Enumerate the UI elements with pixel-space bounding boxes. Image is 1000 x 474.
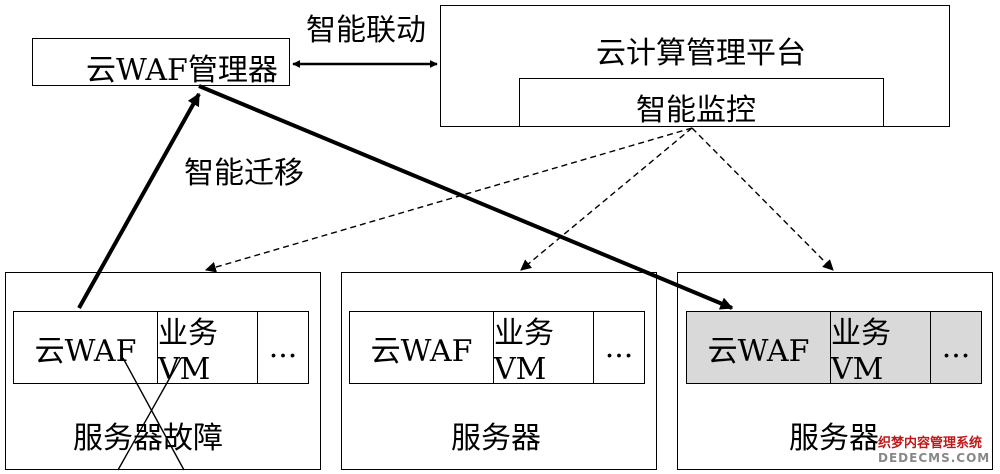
cloud-waf-cell: 云WAF xyxy=(687,312,831,383)
server-row-3: 云WAF 业务VM ... xyxy=(686,311,982,387)
monitor-box: 智能监控 xyxy=(519,78,884,128)
business-vm-cell: 业务VM xyxy=(158,312,258,387)
cloud-waf-cell: 云WAF xyxy=(14,312,158,383)
business-vm-cell: 业务VM xyxy=(831,312,931,387)
waf-manager-label: 云WAF管理器 xyxy=(86,53,278,88)
cloud-waf-cell: 云WAF xyxy=(350,312,494,383)
watermark-url: DEDECMS.COM xyxy=(878,451,991,465)
server-box-2: 云WAF 业务VM ... 服务器 xyxy=(341,272,657,470)
monitor-arrow-3 xyxy=(691,127,834,271)
cloud-platform-box: 云计算管理平台 智能监控 xyxy=(440,5,950,128)
server-row-1: 云WAF 业务VM ... xyxy=(13,311,309,387)
server-box-1: 云WAF 业务VM ... 服务器故障 xyxy=(5,272,321,470)
failure-cross xyxy=(117,357,185,471)
more-cell: ... xyxy=(268,330,298,365)
migration-arrow-down xyxy=(198,84,734,310)
server-label-1: 服务器故障 xyxy=(73,421,223,456)
server-label-2: 服务器 xyxy=(451,421,541,456)
monitor-arrow-1 xyxy=(204,127,693,273)
watermark-title: 织梦内容管理系统 xyxy=(878,436,983,451)
migration-arrow-up xyxy=(77,92,201,309)
waf-manager-box: 云WAF管理器 xyxy=(32,38,290,88)
more-cell: ... xyxy=(941,330,971,365)
monitor-arrow-2 xyxy=(520,127,693,271)
server-label-3: 服务器 xyxy=(789,421,879,456)
link-label: 智能联动 xyxy=(306,13,426,48)
server-row-2: 云WAF 业务VM ... xyxy=(349,311,645,387)
migration-label: 智能迁移 xyxy=(184,156,304,191)
business-vm-cell: 业务VM xyxy=(494,312,594,387)
cloud-platform-label: 云计算管理平台 xyxy=(596,36,806,71)
more-cell: ... xyxy=(604,330,634,365)
monitor-label: 智能监控 xyxy=(636,93,756,128)
